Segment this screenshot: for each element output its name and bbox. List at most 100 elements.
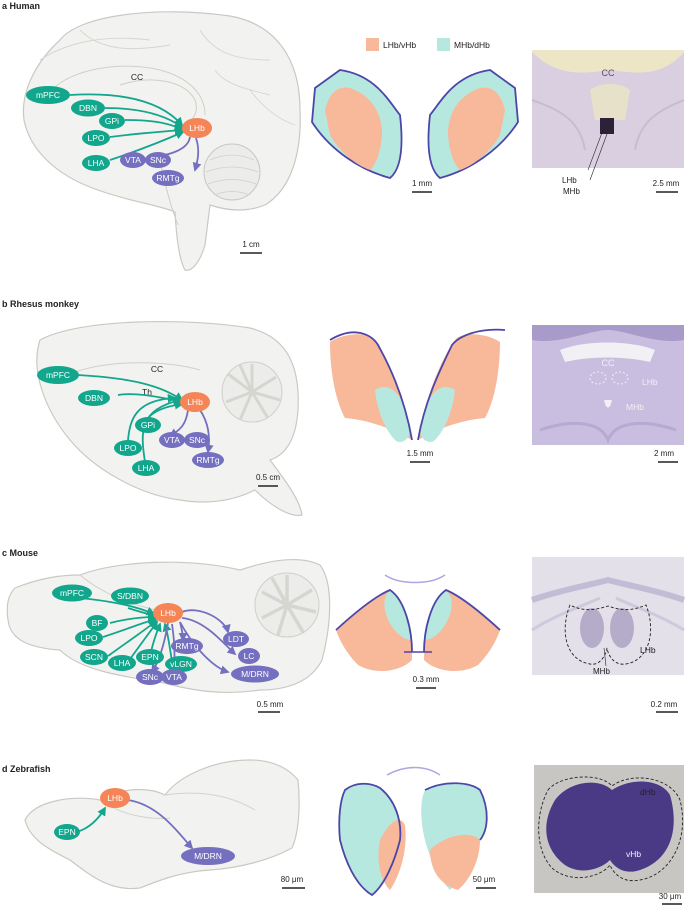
svg-text:LC: LC [244, 651, 255, 661]
panel-b-title: Rhesus monkey [10, 299, 79, 309]
edge-lha-lhb [109, 130, 185, 161]
human-img-lhb: LHb [562, 176, 577, 185]
monkey-hb-scalebar: 1.5 mm [407, 449, 434, 463]
human-brain-scalebar: 1 cm [240, 240, 262, 254]
node-dbn: DBN [71, 99, 105, 117]
svg-text:2 mm: 2 mm [654, 449, 674, 458]
svg-text:RMTg: RMTg [175, 641, 198, 651]
legend-lhb-swatch [366, 38, 379, 51]
node-lha: LHA [108, 655, 136, 671]
zebrafish-img-vhb: vHb [626, 849, 641, 859]
panel-b-letter: b [2, 299, 8, 309]
panel-c: c Mouse mPFC S/DBN [2, 548, 685, 713]
panel-d-title: Zebrafish [10, 764, 51, 774]
mouse-histology-image: LHb [530, 557, 685, 675]
monkey-cc-label: CC [151, 364, 163, 374]
svg-text:1.5 mm: 1.5 mm [407, 449, 434, 458]
svg-text:LPO: LPO [119, 443, 136, 453]
svg-text:LPO: LPO [80, 633, 97, 643]
svg-text:0.5 mm: 0.5 mm [257, 700, 284, 709]
svg-text:d Zebrafish: d Zebrafish [2, 764, 51, 774]
svg-text:S/DBN: S/DBN [117, 591, 143, 601]
node-lha: LHA [132, 460, 160, 476]
zebrafish-brain-scalebar: 80 μm [281, 875, 305, 889]
panel-d: d Zebrafish EPN LHb M/DRN 80 μm [2, 759, 684, 905]
node-bf: BF [86, 615, 108, 631]
svg-text:LPO: LPO [87, 133, 104, 143]
node-gpi: GPi [135, 417, 161, 433]
edge-lhb-ldt [181, 609, 231, 634]
monkey-img-cc: CC [602, 358, 615, 368]
zebrafish-nodes: EPN LHb M/DRN [54, 788, 235, 865]
edge-lpo-lhb [127, 393, 177, 441]
node-mpfc: mPFC [26, 86, 70, 104]
legend-mhb-swatch [437, 38, 450, 51]
svg-text:LHb: LHb [187, 397, 203, 407]
svg-text:DBN: DBN [79, 103, 97, 113]
svg-text:DBN: DBN [85, 393, 103, 403]
node-rmtg: RMTg [152, 170, 184, 186]
node-lpo: LPO [114, 440, 142, 456]
node-lc: LC [238, 648, 260, 664]
node-ldt: LDT [223, 631, 249, 647]
svg-text:BF: BF [92, 618, 103, 628]
edge-lpo-lhb [109, 126, 184, 138]
svg-text:2.5 mm: 2.5 mm [653, 179, 680, 188]
svg-text:VTA: VTA [125, 155, 141, 165]
node-sdbn: S/DBN [111, 587, 149, 605]
svg-text:VTA: VTA [164, 435, 180, 445]
node-rmtg: RMTg [171, 638, 203, 654]
svg-text:80 μm: 80 μm [281, 875, 304, 884]
edge-lhb-lc [181, 617, 237, 656]
node-gpi: GPi [99, 113, 125, 129]
monkey-habenula-schematic [329, 328, 506, 442]
node-lpo: LPO [82, 130, 110, 146]
node-vlgn: vLGN [165, 656, 197, 672]
panel-a: a Human CC mPFC DBN GPi [2, 1, 685, 271]
mouse-img-scalebar: 0.2 mm [651, 700, 678, 713]
legend-mhb-label: MHb/dHb [454, 40, 490, 50]
edge-lhb-rmtg [199, 409, 214, 454]
mouse-brain-scalebar: 0.5 mm [257, 700, 284, 713]
mouse-nodes: mPFC S/DBN BF LPO SCN LHA EPN vLGN SNc V… [52, 584, 279, 685]
svg-text:EPN: EPN [141, 652, 158, 662]
edge-mpfc-lhb [69, 93, 184, 127]
svg-text:LHA: LHA [88, 158, 105, 168]
node-lpo: LPO [75, 630, 103, 646]
node-snc: SNc [184, 432, 210, 448]
node-lhb: LHb [153, 603, 183, 623]
monkey-img-scalebar: 2 mm [654, 449, 678, 463]
svg-text:mPFC: mPFC [60, 588, 84, 598]
svg-text:SCN: SCN [85, 652, 103, 662]
svg-text:LDT: LDT [228, 634, 244, 644]
human-cc-label: CC [131, 72, 143, 82]
zebrafish-img-dhb: dHb [640, 787, 656, 797]
legend: LHb/vHb MHb/dHb [366, 38, 490, 51]
svg-text:RMTg: RMTg [196, 455, 219, 465]
panel-b: b Rhesus monkey CC Th mPFC DBN GPi [2, 299, 684, 517]
monkey-brain-outline [36, 320, 303, 517]
svg-text:LHA: LHA [138, 463, 155, 473]
svg-text:SNc: SNc [150, 155, 167, 165]
svg-text:GPi: GPi [105, 116, 119, 126]
node-mdrn: M/DRN [181, 847, 235, 865]
svg-text:LHb: LHb [107, 793, 123, 803]
svg-text:0.3 mm: 0.3 mm [413, 675, 440, 684]
svg-text:GPi: GPi [141, 420, 155, 430]
monkey-brain-scalebar: 0.5 cm [256, 473, 280, 487]
svg-text:0.5 cm: 0.5 cm [256, 473, 280, 482]
zebrafish-histology-image: dHb vHb [534, 765, 684, 893]
edge-lhb-mdrn [127, 799, 194, 850]
panel-a-letter: a [2, 1, 8, 11]
node-snc: SNc [136, 669, 164, 685]
zebrafish-habenula-schematic [338, 766, 488, 897]
zebrafish-hb-scalebar: 50 μm [473, 875, 496, 889]
mouse-img-lhb: LHb [640, 645, 656, 655]
svg-text:RMTg: RMTg [156, 173, 179, 183]
human-habenula-schematic [311, 69, 519, 179]
human-hb-scalebar: 1 mm [412, 179, 432, 193]
panel-a-title: Human [10, 1, 41, 11]
panel-c-title: Mouse [10, 548, 39, 558]
edge-lhb-rmtg [192, 137, 202, 172]
